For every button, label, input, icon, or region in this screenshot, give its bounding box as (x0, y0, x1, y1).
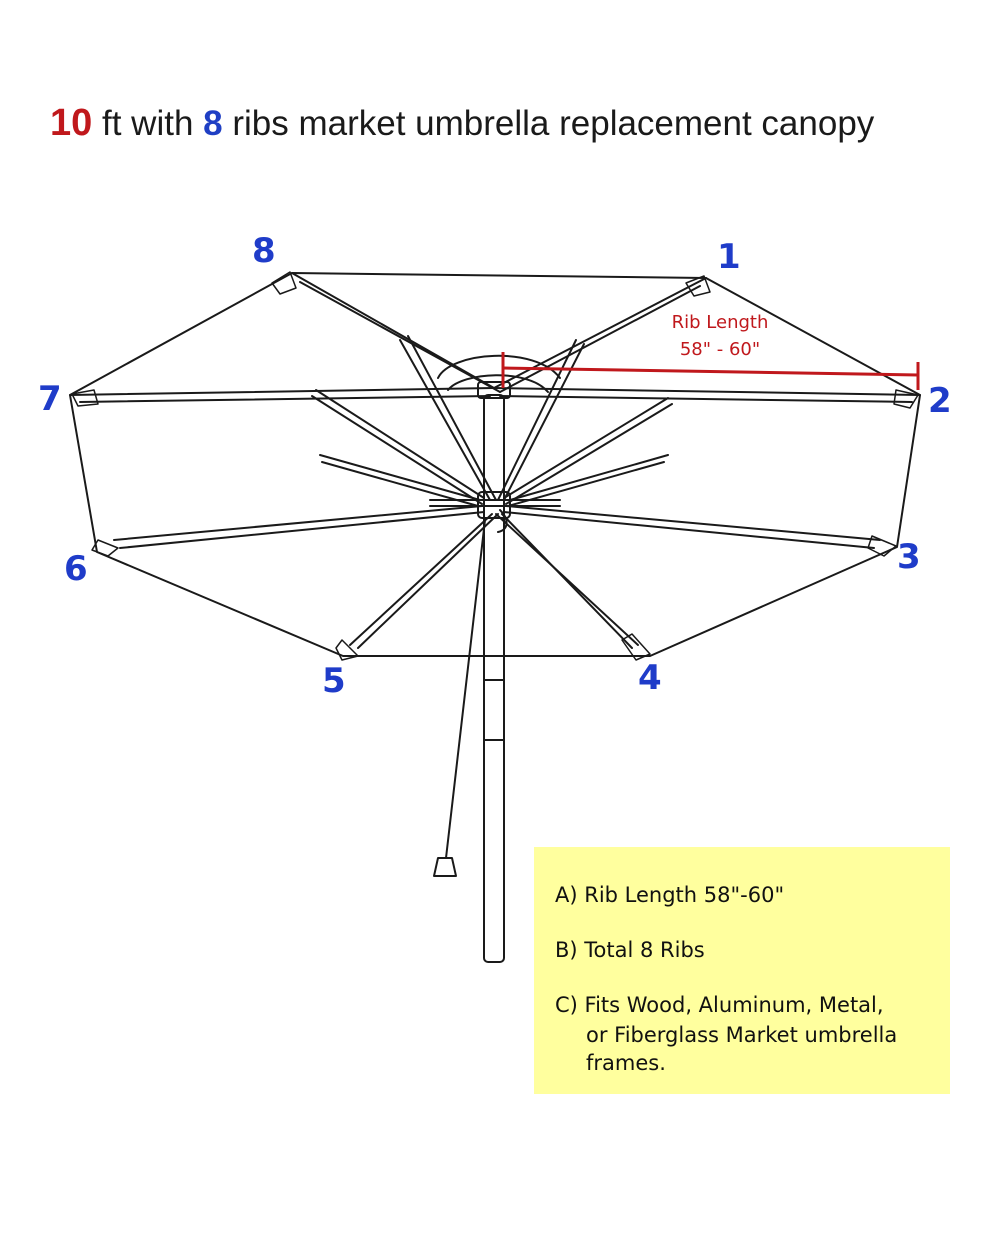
rib-length-label: Rib Length (671, 312, 769, 333)
rib-label-7: 7 (38, 379, 62, 419)
spec-fits-line-1: C) Fits Wood, Aluminum, Metal, (555, 993, 884, 1017)
page-title: 10 ft with 8 ribs market umbrella replac… (50, 102, 874, 145)
rib-label-3: 3 (897, 537, 921, 577)
pull-cord (445, 509, 508, 859)
rib-label-6: 6 (64, 549, 88, 589)
rib-label-1: 1 (717, 237, 741, 277)
rib-label-5: 5 (322, 661, 346, 701)
title-size-number: 10 (50, 102, 93, 144)
stretchers (113, 335, 881, 649)
rib-length-measure (501, 352, 920, 390)
spec-box: A) Rib Length 58"-60" B) Total 8 Ribs C)… (534, 847, 950, 1094)
rib-length-value: 58" - 60" (679, 339, 761, 360)
ribs (69, 272, 921, 403)
cord-weight (433, 857, 457, 877)
canopy-outline (69, 272, 921, 657)
upper-hub (477, 381, 511, 399)
spec-rib-length: A) Rib Length 58"-60" (555, 883, 785, 907)
rib-end-caps (71, 271, 919, 661)
title-text-1: ft with (92, 104, 204, 143)
spec-fits-line-3: frames. (586, 1051, 666, 1075)
umbrella-pole (483, 394, 505, 963)
rib-label-2: 2 (928, 381, 952, 421)
spec-total-ribs: B) Total 8 Ribs (555, 938, 705, 962)
title-rib-count: 8 (203, 104, 223, 143)
rib-length-annotation: Rib Length 58" - 60" (640, 309, 800, 363)
rib-label-4: 4 (638, 658, 662, 698)
spec-fits-line-2: or Fiberglass Market umbrella (586, 1023, 898, 1047)
rib-label-8: 8 (252, 231, 276, 271)
title-text-2: ribs market umbrella replacement canopy (222, 104, 875, 143)
